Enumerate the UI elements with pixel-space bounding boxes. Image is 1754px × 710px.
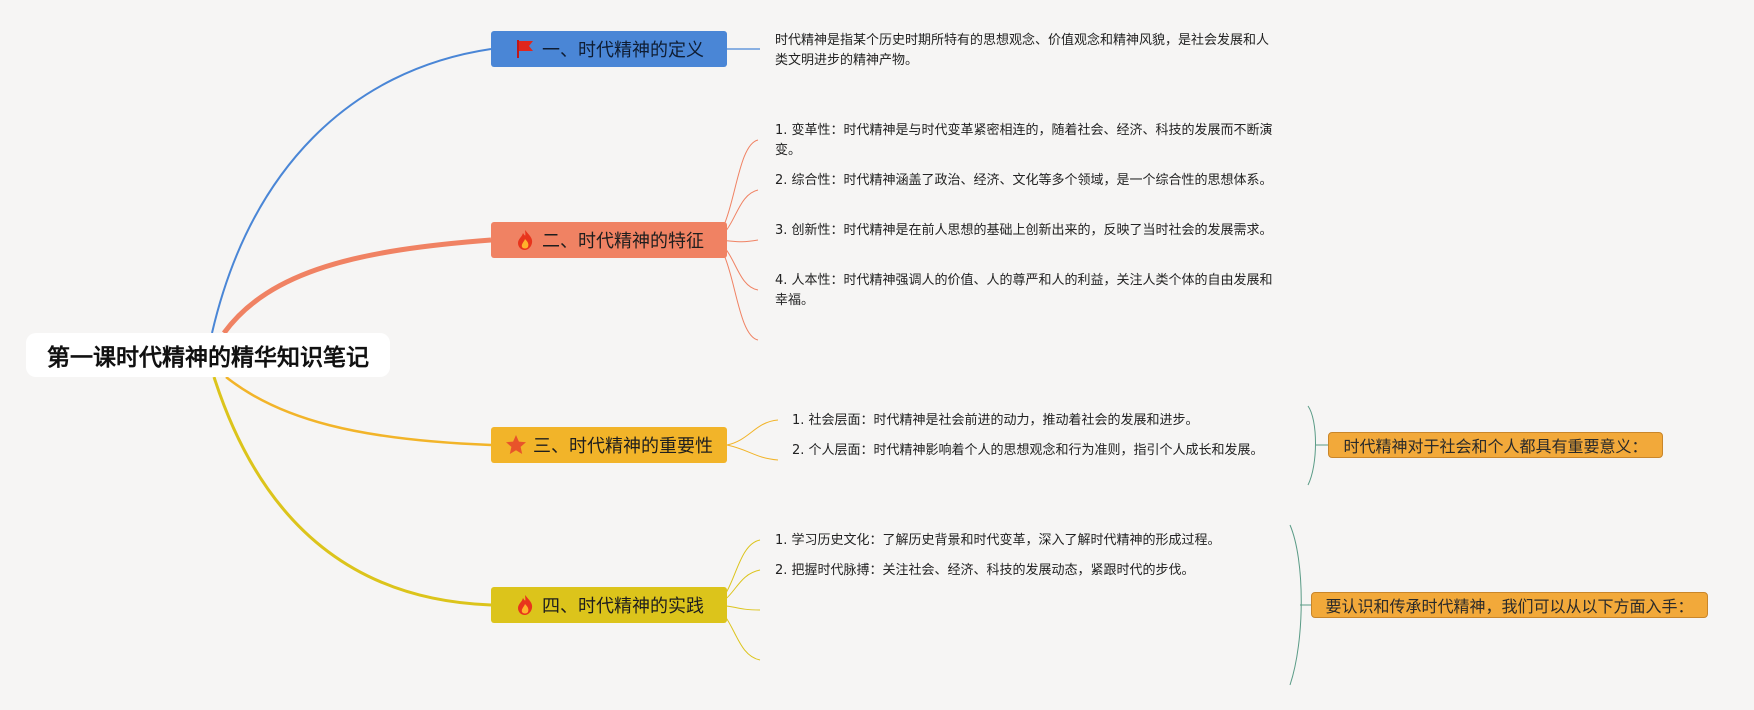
summary-brace-b3 (1307, 405, 1316, 486)
leaf-practice-1[interactable]: 1. 学习历史文化：了解历史背景和时代变革，深入了解时代精神的形成过程。 (775, 533, 1221, 548)
leaf-importance-1[interactable]: 1. 社会层面：时代精神是社会前进的动力，推动着社会的发展和进步。 (792, 413, 1199, 428)
leaf-feature-3[interactable]: 3. 创新性：时代精神是在前人思想的基础上创新出来的，反映了当时社会的发展需求。 (775, 223, 1273, 238)
leaf-importance-2[interactable]: 2. 个人层面：时代精神影响着个人的思想观念和行为准则，指引个人成长和发展。 (792, 443, 1264, 458)
link-root-b4 (212, 376, 492, 607)
link-root-b1 (211, 48, 492, 334)
summary-brace-b4 (1289, 524, 1302, 686)
summary-practice[interactable]: 要认识和传承时代精神，我们可以从以下方面入手： (1311, 592, 1708, 618)
topic-label: 一、时代精神的定义 (542, 40, 704, 61)
topic-practice[interactable]: 四、时代精神的实践 (491, 587, 727, 623)
fire-icon (518, 230, 533, 250)
star-icon (506, 435, 526, 454)
topic-label: 三、时代精神的重要性 (533, 436, 713, 457)
topic-definition[interactable]: 一、时代精神的定义 (491, 31, 727, 67)
link-b3-leaf2 (726, 444, 779, 461)
topic-features[interactable]: 二、时代精神的特征 (491, 222, 727, 258)
flag-icon (517, 40, 533, 58)
topic-importance[interactable]: 三、时代精神的重要性 (491, 427, 727, 463)
leaf-practice-2[interactable]: 2. 把握时代脉搏：关注社会、经济、科技的发展动态，紧跟时代的步伐。 (775, 563, 1195, 578)
topic-label: 四、时代精神的实践 (542, 596, 704, 617)
leaf-feature-1[interactable]: 1. 变革性：时代精神是与时代变革紧密相连的，随着社会、经济、科技的发展而不断演… (775, 123, 1273, 158)
topic-label: 二、时代精神的特征 (542, 231, 704, 252)
link-root-b2 (221, 237, 492, 335)
leaf-feature-2[interactable]: 2. 综合性：时代精神涵盖了政治、经济、文化等多个领域，是一个综合性的思想体系。 (775, 173, 1273, 188)
link-b3-leaf1 (726, 419, 779, 446)
summary-importance[interactable]: 时代精神对于社会和个人都具有重要意义： (1328, 432, 1663, 458)
fire-icon (518, 595, 533, 615)
link-root-b3 (225, 376, 492, 447)
root-topic[interactable]: 第一课时代精神的精华知识笔记 (26, 333, 390, 377)
leaf-definition[interactable]: 时代精神是指某个历史时期所特有的思想观念、价值观念和精神风貌，是社会发展和人类文… (775, 33, 1270, 68)
leaf-feature-4[interactable]: 4. 人本性：时代精神强调人的价值、人的尊严和人的利益，关注人类个体的自由发展和… (775, 273, 1273, 308)
